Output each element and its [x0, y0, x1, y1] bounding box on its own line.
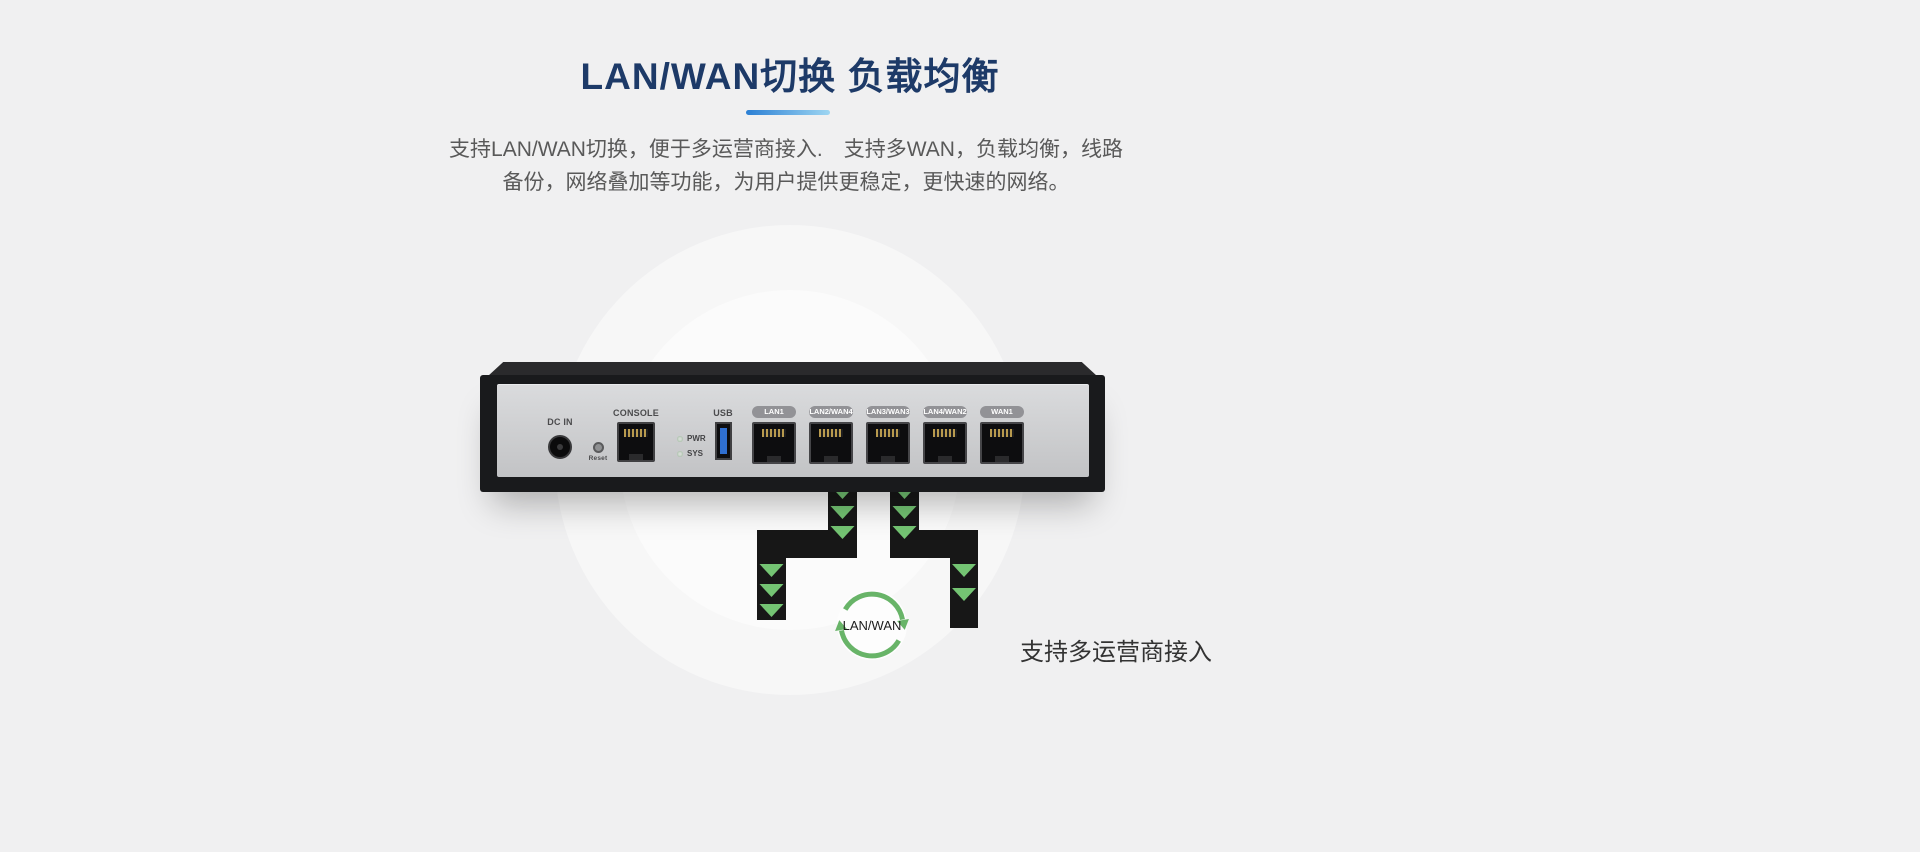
- console-port: [617, 422, 655, 462]
- reset-label: Reset: [588, 455, 608, 462]
- port-pins: [819, 429, 843, 437]
- ethernet-jack: [809, 422, 853, 464]
- port-lan2-wan4: LAN2/WAN4: [809, 406, 853, 464]
- usb-label: USB: [713, 408, 733, 418]
- ethernet-jack: [923, 422, 967, 464]
- sys-led-icon: [677, 450, 683, 457]
- reset-group: Reset: [585, 442, 611, 462]
- down-arrow-icon: [759, 584, 784, 597]
- description-line-1: 支持LAN/WAN切换，便于多运营商接入. 支持多WAN，负载均衡，线路: [449, 138, 1123, 161]
- cycle-badge-label: LAN/WAN: [842, 617, 902, 633]
- sys-label: SYS: [687, 449, 704, 458]
- down-arrow-icon: [892, 526, 917, 539]
- ethernet-jack: [866, 422, 910, 464]
- port-pins: [990, 429, 1014, 437]
- port-label-pill: LAN4/WAN2: [923, 406, 967, 418]
- device-front-panel: DC IN Reset CONSOLE PWR: [497, 384, 1089, 477]
- ethernet-jack: [752, 422, 796, 464]
- usb-port: [714, 422, 732, 460]
- router-device: DC IN Reset CONSOLE PWR: [480, 362, 1105, 492]
- console-label: CONSOLE: [613, 408, 659, 418]
- down-arrow-icon: [830, 506, 855, 519]
- sys-led-row: SYS: [677, 449, 706, 458]
- pwr-led-row: PWR: [677, 434, 706, 443]
- description-line-2: 备份，网络叠加等功能，为用户提供更稳定，更快速的网络。: [502, 171, 1070, 194]
- down-arrow-icon: [952, 588, 976, 601]
- reset-button: [592, 442, 604, 453]
- down-arrow-icon: [759, 604, 784, 617]
- section-title: LAN/WAN切换 负载均衡: [580, 56, 1000, 97]
- down-arrow-icon: [759, 564, 784, 577]
- dc-in-label: DC IN: [547, 417, 573, 427]
- lanwan-cycle-badge: LAN/WAN: [833, 586, 911, 664]
- dc-in-group: DC IN: [531, 417, 589, 459]
- down-arrow-icon: [952, 564, 976, 577]
- status-leds: PWR SYS: [677, 434, 706, 464]
- device-top-bevel: [488, 362, 1097, 376]
- ethernet-ports: LAN1 LAN2/WAN4 LAN3/WAN3 LAN4/WAN2: [752, 406, 1024, 464]
- cycle-arrows-icon: [835, 591, 909, 659]
- port-label-pill: LAN2/WAN4: [809, 406, 853, 418]
- usb-group: USB: [709, 408, 737, 460]
- dc-in-port: [548, 435, 572, 459]
- down-arrow-icon: [830, 526, 855, 539]
- port-label-pill: LAN3/WAN3: [866, 406, 910, 418]
- port-pins: [762, 429, 786, 437]
- port-pins: [624, 429, 648, 437]
- section-description: 支持LAN/WAN切换，便于多运营商接入. 支持多WAN，负载均衡，线路 备份，…: [386, 133, 1186, 199]
- port-pins: [876, 429, 900, 437]
- pwr-label: PWR: [687, 434, 706, 443]
- port-label-pill: WAN1: [980, 406, 1024, 418]
- pwr-led-icon: [677, 435, 683, 442]
- port-pins: [933, 429, 957, 437]
- device-chassis: DC IN Reset CONSOLE PWR: [480, 375, 1105, 492]
- port-label-pill: LAN1: [752, 406, 796, 418]
- multi-carrier-caption: 支持多运营商接入: [1020, 639, 1212, 666]
- console-group: CONSOLE: [613, 408, 659, 462]
- port-wan1: WAN1: [980, 406, 1024, 464]
- port-lan1: LAN1: [752, 406, 796, 464]
- flow-arrows-graphic: [757, 470, 978, 628]
- down-arrow-icon: [892, 506, 917, 519]
- title-divider: [746, 110, 830, 115]
- port-lan3-wan3: LAN3/WAN3: [866, 406, 910, 464]
- ethernet-jack: [980, 422, 1024, 464]
- port-lan4-wan2: LAN4/WAN2: [923, 406, 967, 464]
